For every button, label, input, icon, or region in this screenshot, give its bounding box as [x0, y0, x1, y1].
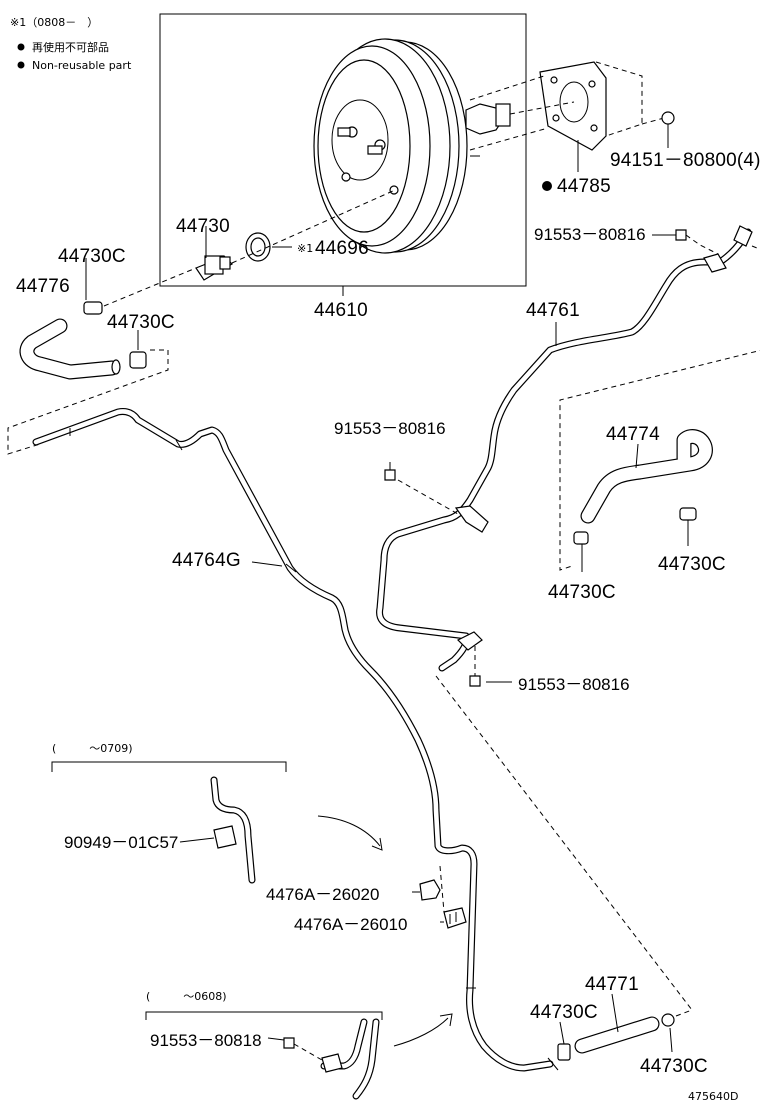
part-44696-label[interactable]: 44696 — [315, 238, 369, 259]
part-44785-label[interactable]: 44785 — [557, 176, 611, 197]
grommet-drawing — [245, 232, 271, 262]
non-reusable-dot-icon — [542, 181, 552, 191]
part-91553-label-b[interactable]: 91553－80816 — [334, 419, 446, 438]
part-44730c-label-4[interactable]: 44730C — [548, 582, 616, 603]
range-0608-label: ( ～0608) — [146, 990, 227, 1003]
hose-44771-drawing — [557, 1013, 675, 1061]
inset-0608-pipe-drawing — [320, 1018, 380, 1100]
part-90949-label[interactable]: 90949－01C57 — [64, 833, 178, 852]
part-44730c-label-6[interactable]: 44730C — [640, 1056, 708, 1077]
part-44764g-label[interactable]: 44764G — [172, 550, 241, 571]
legend-jp: 再使用不可部品 — [32, 40, 109, 54]
clip-4476a-26010-drawing — [443, 907, 467, 929]
inset-0709-pipe-drawing — [210, 776, 256, 884]
ref-mark-note: ※1（0808－ ） — [10, 16, 98, 29]
bolt-icon — [283, 1037, 295, 1049]
gasket-plate-drawing — [539, 61, 607, 151]
part-91553-label-c[interactable]: 91553－80816 — [518, 675, 630, 694]
part-4476a-26020-label[interactable]: 4476A－26020 — [266, 885, 379, 904]
range-0608-bracket — [145, 1011, 383, 1020]
clip-4476a-26020-drawing — [419, 879, 441, 901]
legend-en: Non-reusable part — [32, 59, 132, 72]
non-reusable-dot-icon — [17, 61, 25, 69]
pipe-44764g-drawing — [32, 408, 559, 1072]
part-44771-label[interactable]: 44771 — [585, 974, 639, 995]
brake-booster-drawing — [313, 38, 511, 254]
hose-44776-drawing — [19, 301, 147, 380]
arrow-icon — [393, 1017, 449, 1047]
part-44730c-label-3[interactable]: 44730C — [658, 554, 726, 575]
part-44730c-label-5[interactable]: 44730C — [530, 1002, 598, 1023]
part-91553-80818-label[interactable]: 91553－80818 — [150, 1031, 262, 1050]
ref-mark-44696: ※1 — [297, 242, 313, 255]
range-0709-bracket — [51, 761, 287, 772]
pipe-44761-drawing — [376, 225, 753, 672]
non-reusable-dot-icon — [17, 43, 25, 51]
part-44730c-label-1[interactable]: 44730C — [58, 246, 126, 267]
diagram-id-label: 475640D — [688, 1090, 738, 1103]
part-94151-label[interactable]: 94151－80800(4) — [610, 150, 760, 171]
part-44730c-label-2[interactable]: 44730C — [107, 312, 175, 333]
arrow-icon — [317, 815, 381, 847]
hose-44774-drawing — [573, 429, 713, 545]
part-4476a-26010-label[interactable]: 4476A－26010 — [294, 915, 407, 934]
bolt-icon — [384, 469, 396, 481]
nut-icon — [661, 111, 675, 125]
part-91553-label-a[interactable]: 91553－80816 — [534, 225, 646, 244]
range-0709-label: ( ～0709) — [52, 742, 133, 755]
bolt-icon — [675, 229, 687, 241]
check-valve-drawing — [195, 255, 233, 281]
part-44776-label[interactable]: 44776 — [16, 276, 70, 297]
part-44730-label[interactable]: 44730 — [176, 216, 230, 237]
part-44774-label[interactable]: 44774 — [606, 424, 660, 445]
part-44610-label[interactable]: 44610 — [314, 300, 368, 321]
part-44761-label[interactable]: 44761 — [526, 300, 580, 321]
bolt-icon — [469, 675, 481, 687]
